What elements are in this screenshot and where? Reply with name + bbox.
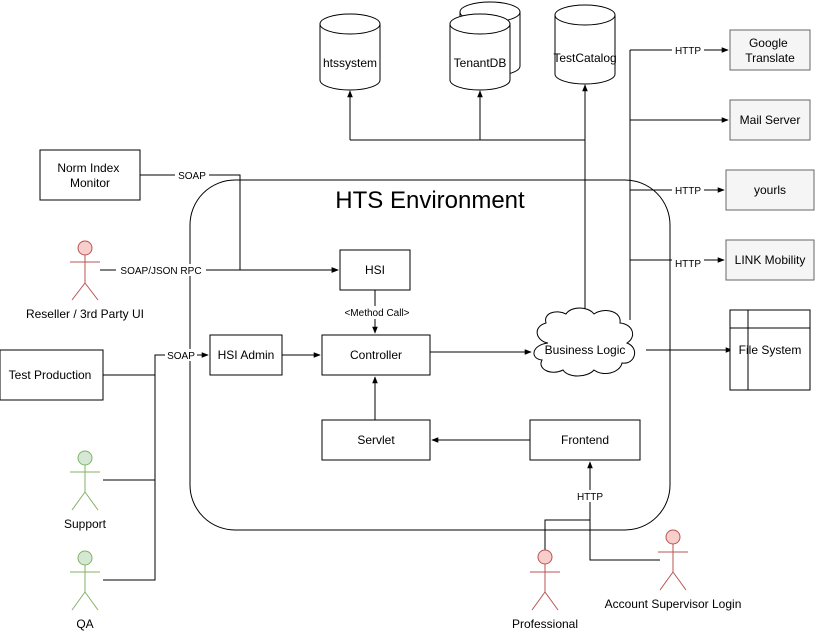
controller-label: Controller [350, 348, 402, 362]
servlet-label: Servlet [357, 433, 395, 447]
actor-support-icon [70, 450, 100, 511]
actor-reseller-icon [70, 240, 100, 301]
professional-label: Professional [512, 617, 578, 631]
component-norm-index-monitor: Norm Index Monitor [39, 149, 141, 201]
svg-text:Google Translate: Google Translate [745, 36, 795, 65]
qa-label: QA [76, 617, 93, 631]
database-label-tenantdb: TenantDB [454, 56, 507, 70]
service-google-translate: Google Translate [729, 29, 811, 71]
service-mail-server: Mail Server [729, 99, 811, 141]
label-http-frontend: HTTP [577, 492, 603, 503]
support-label: Support [64, 517, 107, 531]
actor-professional-icon [530, 549, 560, 611]
database-label-testcatalog: TestCatalog [553, 51, 616, 65]
actor-account-supervisor: Account Supervisor Login [605, 529, 742, 611]
component-hsi: HSI [339, 249, 411, 291]
actor-reseller: Reseller / 3rd Party UI [26, 240, 144, 321]
label-soap-admin: SOAP [167, 351, 195, 362]
database-htssystem: htssystem [319, 13, 381, 91]
actor-account-supervisor-icon [658, 529, 688, 591]
google-translate-line-2: Translate [745, 51, 795, 65]
edge-professional-to-frontend [544, 519, 590, 550]
service-file-system: File System [729, 309, 811, 391]
actor-professional: Professional [512, 549, 578, 631]
file-system-label: File System [739, 343, 802, 357]
hsi-label: HSI [365, 263, 385, 277]
reseller-label: Reseller / 3rd Party UI [26, 307, 144, 321]
actor-qa: QA [70, 550, 100, 631]
test-production-label: Test Production [9, 368, 92, 382]
database-testcatalog: TestCatalog [553, 4, 617, 85]
actor-support: Support [64, 450, 107, 531]
actor-qa-icon [70, 550, 100, 611]
norm-index-line-1: Norm Index [57, 161, 119, 175]
svg-text:Norm Index Monitor: Norm Index Monitor [57, 161, 122, 190]
account-supervisor-label: Account Supervisor Login [605, 597, 742, 611]
database-tenantdb: TenantDB [449, 1, 521, 91]
edge-labels: SOAP SOAP/JSON RPC <Method Call> SOAP HT… [116, 44, 704, 503]
label-http-link: HTTP [675, 259, 701, 270]
edge-support-to-hsi-admin [103, 355, 156, 481]
component-controller: Controller [321, 334, 431, 376]
edge-qa-to-hsi-admin [103, 480, 156, 581]
mail-server-label: Mail Server [740, 113, 801, 127]
hsi-admin-label: HSI Admin [218, 348, 275, 362]
database-label-htssystem: htssystem [323, 56, 377, 70]
label-soap-json-rpc: SOAP/JSON RPC [120, 266, 201, 277]
component-business-logic-cloud: Business Logic [533, 307, 636, 377]
component-frontend: Frontend [529, 419, 641, 461]
business-logic-label: Business Logic [545, 343, 626, 357]
frontend-label: Frontend [561, 433, 609, 447]
link-mobility-label: LINK Mobility [735, 253, 806, 267]
service-link-mobility: LINK Mobility [725, 239, 815, 281]
label-method-call: <Method Call> [344, 308, 409, 319]
label-http-google: HTTP [675, 46, 701, 57]
component-test-production: Test Production [0, 349, 104, 401]
yourls-label: yourls [754, 183, 786, 197]
label-soap-norm: SOAP [178, 171, 206, 182]
service-yourls: yourls [725, 169, 815, 211]
google-translate-line-1: Google [749, 36, 788, 50]
environment-title: HTS Environment [335, 187, 525, 214]
component-hsi-admin: HSI Admin [209, 334, 283, 376]
norm-index-line-2: Monitor [70, 176, 110, 190]
label-http-yourls: HTTP [675, 186, 701, 197]
component-servlet: Servlet [321, 419, 431, 461]
